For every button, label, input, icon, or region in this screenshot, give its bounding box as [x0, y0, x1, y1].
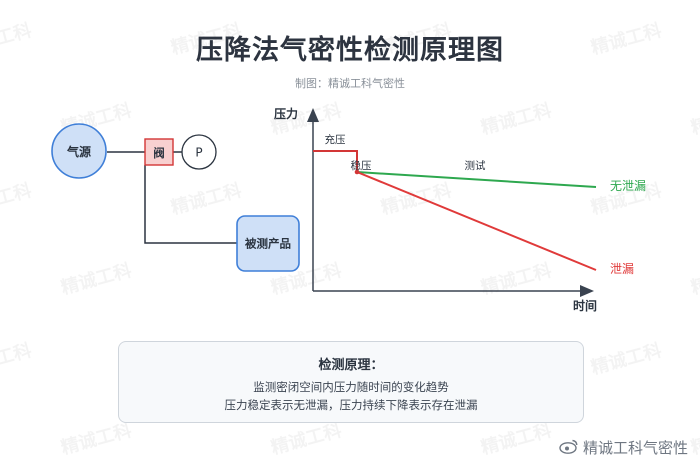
valve-box: [144, 138, 174, 166]
principle-title: 检测原理：: [318, 358, 384, 373]
gas-source-node: 气源: [51, 123, 107, 179]
footer-credit: 精诚工科气密性: [559, 437, 688, 459]
phase-fill-label: 充压: [325, 133, 346, 146]
gas-source-circle: [51, 123, 107, 179]
product-label: 被测产品: [245, 237, 291, 251]
page-title: 压降法气密性检测原理图: [196, 35, 504, 66]
gauge-node: P: [181, 134, 217, 170]
phase-test-label: 测试: [465, 159, 486, 172]
x-axis-arrow: [580, 285, 594, 297]
principle-line-2: 压力稳定表示无泄漏，压力持续下降表示存在泄漏: [224, 398, 478, 412]
no-leak-label: 无泄漏: [610, 179, 646, 193]
leak-label: 泄漏: [610, 262, 634, 276]
pipe-valve-product: [144, 165, 237, 244]
page-subtitle: 制图：精诚工科气密性: [295, 77, 405, 90]
y-axis-arrow: [307, 108, 319, 122]
product-node: 被测产品: [236, 215, 300, 272]
principle-panel: 检测原理： 监测密闭空间内压力随时间的变化趋势 压力稳定表示无泄漏，压力持续下降…: [118, 341, 584, 423]
valve-node: 阀: [144, 138, 174, 166]
product-box: [236, 215, 300, 272]
fill-stabilize-curve: [313, 150, 358, 171]
valve-label: 阀: [153, 146, 165, 160]
no-leak-curve: [356, 171, 597, 188]
gauge-circle: [181, 134, 217, 170]
principle-line-1: 监测密闭空间内压力随时间的变化趋势: [253, 380, 449, 394]
footer-text: 精诚工科气密性: [582, 438, 688, 457]
phase-stable-label: 稳压: [351, 159, 372, 172]
pressure-time-chart: 压力 时间 充压 稳压 测试 无泄漏 泄漏: [274, 106, 646, 313]
curve-junction: [354, 169, 360, 175]
weibo-icon: [559, 438, 579, 458]
leak-curve: [356, 171, 597, 271]
gas-source-label: 气源: [66, 144, 91, 159]
gauge-label: P: [195, 146, 202, 160]
y-axis-label: 压力: [274, 106, 298, 121]
x-axis-label: 时间: [573, 298, 597, 313]
